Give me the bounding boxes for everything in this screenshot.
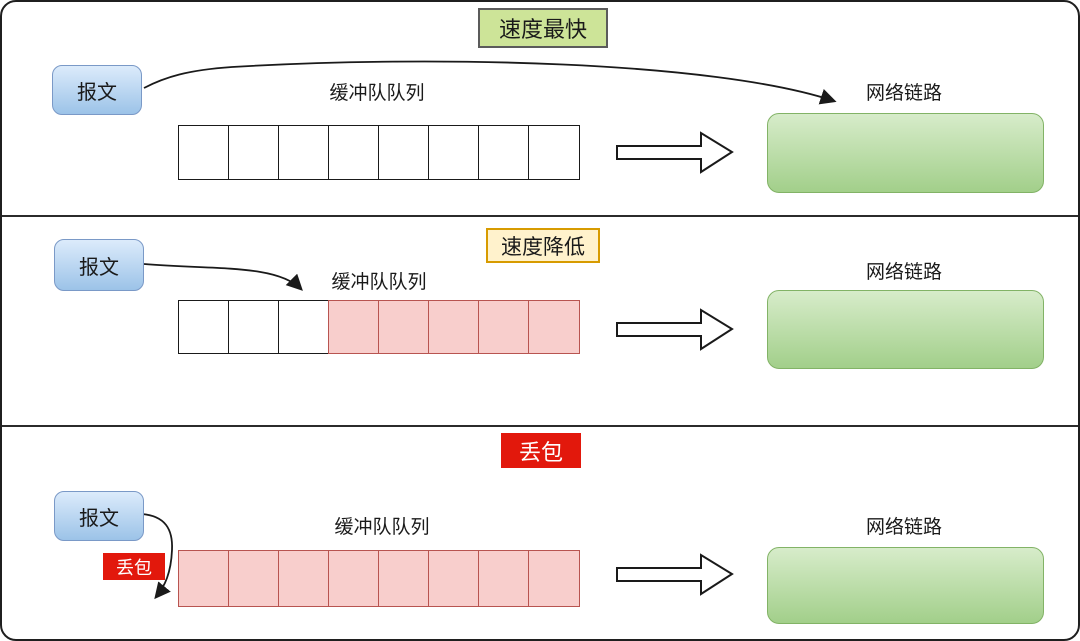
queue-cell — [378, 125, 430, 180]
buffer-queue-label: 缓冲队队列 — [334, 517, 430, 538]
queue-cell — [278, 550, 330, 607]
section-slowdown: 速度降低 报文 缓冲队队列 网络链路 — [2, 216, 1078, 426]
queue-cell — [278, 300, 330, 354]
section-divider — [2, 425, 1078, 427]
buffer-queue — [178, 125, 580, 180]
queue-cell — [478, 300, 530, 354]
network-link-label: 网络链路 — [865, 262, 943, 283]
queue-cell — [378, 550, 430, 607]
queue-cell — [228, 550, 280, 607]
queue-cell — [328, 300, 380, 354]
message-box: 报文 — [54, 239, 144, 291]
queue-cell — [528, 550, 580, 607]
queue-cell — [378, 300, 430, 354]
queue-cell — [478, 125, 530, 180]
buffer-queue-label: 缓冲队队列 — [331, 272, 427, 293]
queue-cell — [178, 550, 230, 607]
network-link-label: 网络链路 — [865, 517, 943, 538]
buffer-queue-label: 缓冲队队列 — [329, 83, 425, 104]
queue-cell — [478, 550, 530, 607]
message-box: 报文 — [52, 65, 142, 115]
queue-cell — [278, 125, 330, 180]
section-packet-loss: 丢包 报文 丢包 缓冲队队列 网络链路 — [2, 426, 1078, 639]
network-link-box — [767, 547, 1044, 624]
section-title-badge: 速度最快 — [478, 8, 608, 48]
section-fastest: 速度最快 报文 缓冲队队列 网络链路 — [2, 2, 1078, 216]
message-box: 报文 — [54, 491, 144, 541]
queue-cell — [178, 300, 230, 354]
buffer-queue — [178, 300, 580, 354]
buffer-queue — [178, 550, 580, 607]
section-divider — [2, 215, 1078, 217]
packet-drop-tag: 丢包 — [103, 553, 165, 580]
queue-cell — [428, 300, 480, 354]
network-link-box — [767, 290, 1044, 369]
queue-cell — [328, 550, 380, 607]
queue-cell — [528, 125, 580, 180]
network-link-box — [767, 113, 1044, 193]
network-link-label: 网络链路 — [865, 83, 943, 104]
queue-cell — [228, 300, 280, 354]
queue-cell — [228, 125, 280, 180]
queue-cell — [428, 125, 480, 180]
section-title-badge: 丢包 — [501, 433, 581, 468]
queue-cell — [328, 125, 380, 180]
queue-cell — [178, 125, 230, 180]
section-title-badge: 速度降低 — [486, 228, 600, 263]
queue-cell — [528, 300, 580, 354]
queue-cell — [428, 550, 480, 607]
